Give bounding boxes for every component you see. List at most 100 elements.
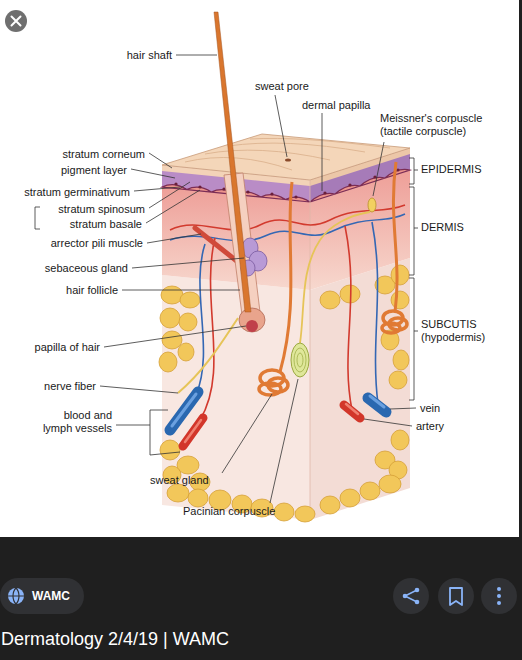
fat-lobules xyxy=(161,286,183,304)
part-label: blood and lymph vessels xyxy=(36,409,112,435)
leader-lines xyxy=(222,394,272,473)
fat-lobules xyxy=(162,331,182,349)
blood-vessel-network xyxy=(196,244,205,395)
part-label: pigment layer xyxy=(61,164,127,177)
leader-lines xyxy=(35,207,40,229)
part-label: stratum corneum xyxy=(62,148,145,161)
part-label: EPIDERMIS xyxy=(421,163,482,176)
fat-lobules xyxy=(160,308,180,328)
fat-lobules xyxy=(379,475,401,493)
fat-lobules xyxy=(179,313,197,331)
blood-vessel-network xyxy=(372,222,378,404)
fat-lobules xyxy=(391,265,409,285)
corpuscles xyxy=(291,198,376,377)
part-label: sebaceous gland xyxy=(45,262,128,275)
part-label: SUBCUTIS (hypodermis) xyxy=(421,318,517,344)
vessel-tubes xyxy=(172,394,196,426)
image-caption: Dermatology 2/4/19 | WAMC xyxy=(1,628,229,650)
action-icons xyxy=(393,578,429,614)
part-label: stratum germinativum xyxy=(24,186,130,199)
corpuscles xyxy=(368,198,376,212)
action-icons xyxy=(497,601,501,605)
epidermis-layer xyxy=(373,175,376,178)
fat-lobules xyxy=(389,371,407,389)
action-icons xyxy=(450,588,462,605)
part-label: hair shaft xyxy=(127,49,172,62)
epidermis-layer xyxy=(294,195,297,198)
fat-lobules xyxy=(159,352,177,372)
leader-lines xyxy=(104,326,246,347)
part-label: papilla of hair xyxy=(35,341,100,354)
fat-lobules xyxy=(391,430,409,450)
action-icons xyxy=(497,587,501,591)
page-ground xyxy=(0,0,519,537)
fat-lobules xyxy=(360,482,380,500)
leader-lines xyxy=(270,379,298,503)
epidermis-layer xyxy=(270,192,273,195)
epidermis-layer xyxy=(198,185,201,188)
fat-lobules xyxy=(320,496,340,514)
hair xyxy=(214,12,251,312)
skin-surface xyxy=(310,180,311,520)
skin-surface xyxy=(285,158,291,161)
action-icons xyxy=(393,578,517,614)
vessel-tubes xyxy=(185,420,201,442)
action-icons xyxy=(481,578,517,614)
leader-lines xyxy=(116,410,180,455)
leader-lines xyxy=(131,169,175,178)
globe-icon xyxy=(6,586,26,606)
leader-lines xyxy=(134,187,180,191)
leader-lines xyxy=(100,386,178,393)
source-chip: WAMC xyxy=(0,578,84,614)
hair xyxy=(195,12,267,332)
part-label: dermal papilla xyxy=(302,99,370,112)
corpuscles xyxy=(291,343,309,377)
leader-lines xyxy=(146,190,200,223)
fat-lobules xyxy=(188,489,208,507)
vessel-tubes xyxy=(346,404,358,414)
epidermis-layer xyxy=(348,183,351,186)
nerve-fibers xyxy=(178,212,370,393)
leader-lines xyxy=(390,408,416,409)
fat-lobules xyxy=(160,440,180,460)
leader-lines xyxy=(373,142,384,196)
close-button xyxy=(12,17,21,26)
skin-surface xyxy=(162,134,410,180)
leader-lines xyxy=(149,153,172,168)
sweat-glands xyxy=(259,162,407,395)
part-label: Meissner's corpuscle (tactile corpuscle) xyxy=(380,112,508,138)
leader-lines xyxy=(149,182,190,208)
part-label: Pacinian corpuscle xyxy=(183,505,275,518)
epidermis-layer xyxy=(174,182,177,185)
part-label: nerve fiber xyxy=(44,380,96,393)
nerve-fibers xyxy=(178,318,238,393)
part-label: sweat gland xyxy=(150,474,209,487)
layer-brackets xyxy=(409,187,418,275)
fat-lobules xyxy=(340,489,360,507)
action-icons xyxy=(405,590,417,602)
blood-vessel-network xyxy=(345,226,352,410)
leader-lines xyxy=(364,419,412,426)
part-label: artery xyxy=(416,420,444,433)
fat-lobules xyxy=(295,506,315,522)
leader-lines xyxy=(122,290,240,291)
leader-lines xyxy=(275,95,287,157)
action-icons xyxy=(497,594,501,598)
layer-brackets xyxy=(409,158,418,400)
epidermis-layer xyxy=(222,187,225,190)
corpuscles xyxy=(297,353,303,367)
part-label: vein xyxy=(420,402,440,415)
layer-brackets xyxy=(409,158,418,184)
leader-lines xyxy=(132,258,244,268)
nerve-fibers xyxy=(300,212,370,343)
sweat-glands xyxy=(280,182,292,372)
part-label: stratum basale xyxy=(70,218,142,231)
fat-lobules xyxy=(167,484,189,502)
hair xyxy=(239,308,265,332)
blood-vessel-network xyxy=(170,205,405,420)
hair xyxy=(246,320,258,332)
close-button xyxy=(5,10,27,32)
